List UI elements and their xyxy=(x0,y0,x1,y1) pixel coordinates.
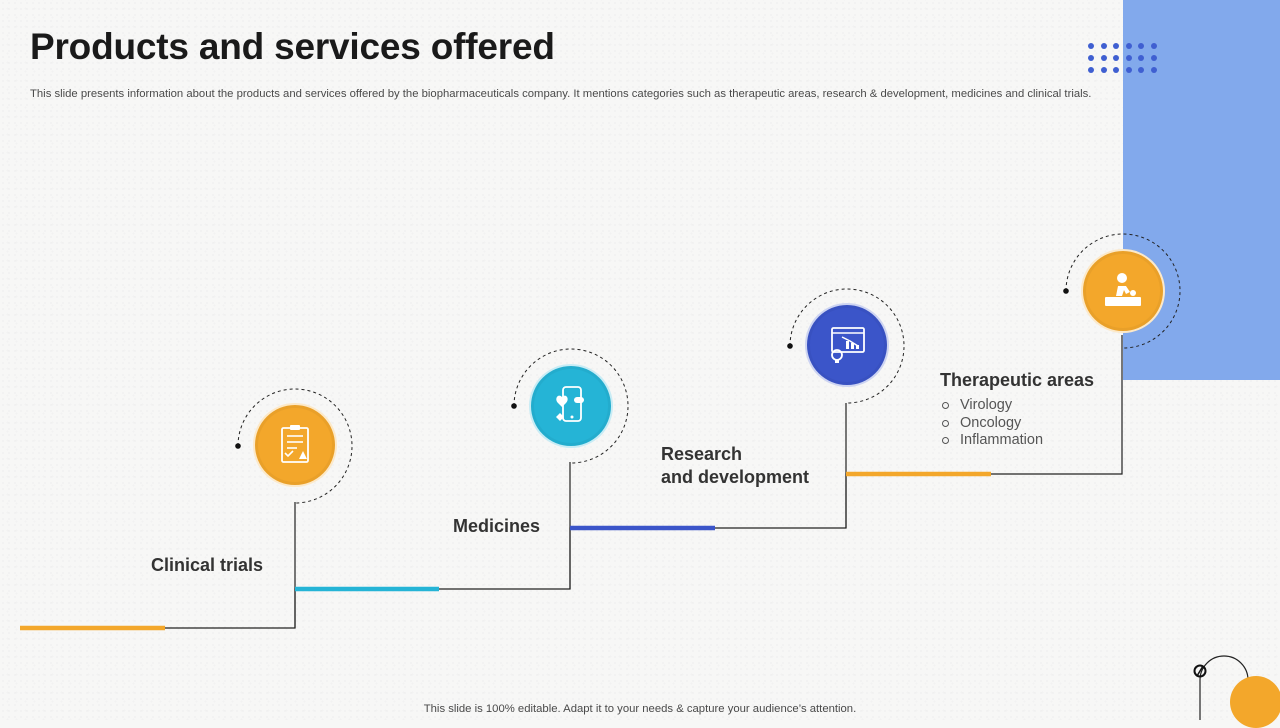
step-label-therapeutic-areas: Therapeutic areas xyxy=(940,370,1095,390)
list-item: Virology xyxy=(940,397,1043,415)
step-label-research-line2: and development xyxy=(661,467,810,487)
decorative-arch xyxy=(1193,655,1249,720)
decorative-orange-circle xyxy=(1230,676,1280,728)
research-chart-icon xyxy=(805,303,889,387)
dashed-arc-clinical xyxy=(235,388,353,504)
decorative-dot-grid xyxy=(1088,43,1162,81)
step-label-medicines: Medicines xyxy=(453,516,541,536)
list-item: Inflammation xyxy=(940,432,1043,450)
clinical-checklist-icon xyxy=(253,403,337,487)
step-label-research: Research and development xyxy=(661,443,809,489)
therapeutic-areas-list: Virology Oncology Inflammation xyxy=(940,397,1043,450)
step-label-clinical-trials: Clinical trials xyxy=(151,555,264,575)
dashed-arc-medicines xyxy=(511,348,629,464)
dashed-arc-research xyxy=(787,288,905,404)
step-label-research-line1: Research xyxy=(661,444,743,464)
mobile-health-icon xyxy=(529,364,613,448)
list-item: Oncology xyxy=(940,415,1043,433)
dashed-arc-therapeutic xyxy=(1063,233,1181,349)
patient-care-icon xyxy=(1081,249,1165,333)
page-title: Products and services offered xyxy=(30,26,555,67)
page-subtitle: This slide presents information about th… xyxy=(30,88,1092,100)
footer-note: This slide is 100% editable. Adapt it to… xyxy=(423,703,857,715)
